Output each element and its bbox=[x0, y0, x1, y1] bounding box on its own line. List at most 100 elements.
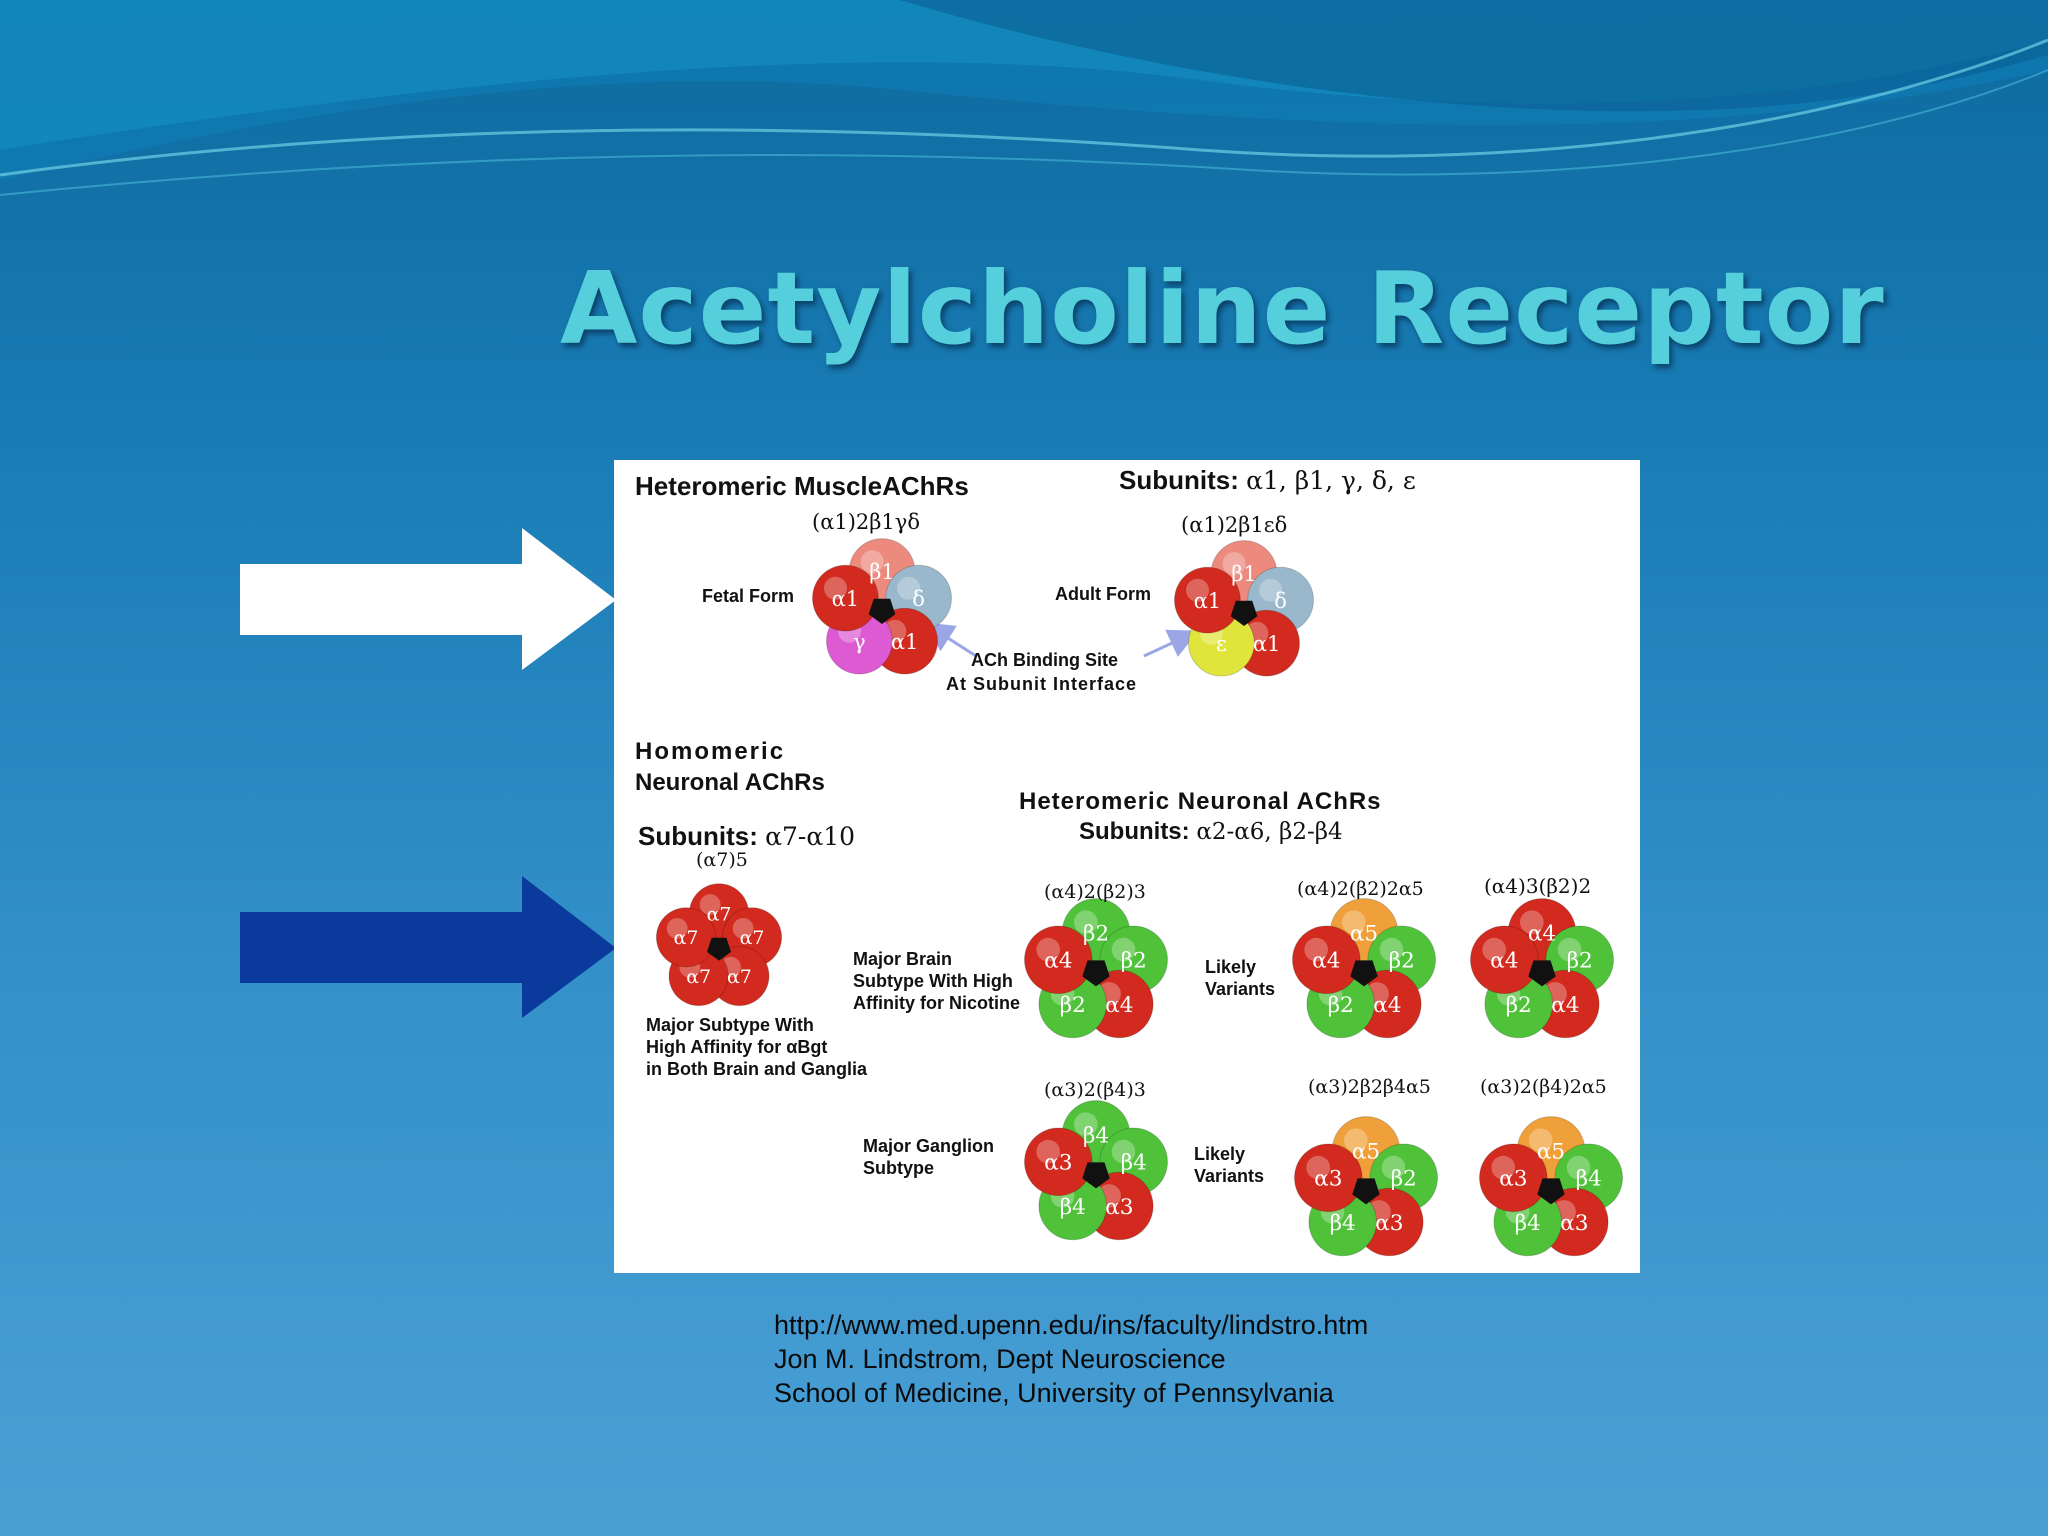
a7-caption-line-2: High Affinity for αBgt bbox=[646, 1037, 828, 1057]
channel-pore bbox=[1082, 1162, 1110, 1189]
binding-site-pointer-right bbox=[1143, 629, 1199, 658]
subunit-label: γ bbox=[853, 630, 866, 654]
subunit-label: α1 bbox=[891, 630, 919, 654]
subunit-label: β2 bbox=[1060, 993, 1086, 1018]
subunit-label: β4 bbox=[1121, 1151, 1147, 1176]
subunit-highlight bbox=[666, 918, 688, 939]
subunit-highlight bbox=[1111, 937, 1136, 962]
subunit-sphere bbox=[1174, 566, 1241, 634]
ganglion-caption-line-2: Subtype bbox=[863, 1158, 935, 1178]
subunit-label: α4 bbox=[1312, 949, 1340, 974]
subunit-highlight bbox=[1259, 578, 1283, 602]
subunit-highlight bbox=[824, 576, 847, 600]
binding-site-line-2: At Subunit Interface bbox=[946, 674, 1138, 694]
likely-variants-2-line-2: Variants bbox=[1194, 1166, 1265, 1186]
homomeric-subunits-value: α7-α10 bbox=[765, 822, 856, 851]
adult-label: Adult Form bbox=[1055, 584, 1151, 604]
fetal-label: Fetal Form bbox=[702, 586, 795, 606]
subunit-highlight bbox=[1529, 1128, 1553, 1152]
subunit-label: α3 bbox=[1560, 1211, 1588, 1236]
subunit-label: α3 bbox=[1044, 1151, 1072, 1176]
subunit-label: α1 bbox=[1194, 589, 1222, 613]
subunit-label: α5 bbox=[1537, 1139, 1565, 1164]
subunit-sphere bbox=[1292, 925, 1361, 995]
subunit-label: β2 bbox=[1391, 1167, 1417, 1192]
subunit-highlight bbox=[897, 576, 921, 600]
homomeric-heading-line-2: Neuronal AChRs bbox=[635, 769, 825, 796]
subunit-label: α4 bbox=[1490, 949, 1518, 974]
neuronal-subunits-label: Subunits: bbox=[1079, 818, 1190, 845]
subunit-sphere bbox=[1024, 1127, 1093, 1197]
brain-variant-2-formula: (α4)3(β2)2 bbox=[1484, 874, 1592, 898]
subunit-label: α4 bbox=[1551, 993, 1579, 1018]
credits: http://www.med.upenn.edu/ins/faculty/lin… bbox=[774, 1308, 1368, 1410]
subunit-label: α3 bbox=[1375, 1211, 1403, 1236]
subunit-highlight bbox=[1379, 937, 1404, 962]
subunit-highlight bbox=[1036, 937, 1060, 962]
subunit-label: α5 bbox=[1350, 921, 1378, 946]
ganglion-formula: (α3)2(β4)3 bbox=[1044, 1079, 1146, 1101]
channel-pore bbox=[1230, 600, 1258, 626]
background-waves bbox=[0, 0, 2048, 196]
ganglion-caption-line-1: Major Ganglion bbox=[863, 1136, 995, 1156]
subunit-sphere bbox=[1479, 1143, 1548, 1213]
channel-pore bbox=[1352, 1178, 1380, 1205]
subunit-highlight bbox=[699, 894, 721, 915]
brain-caption-line-3: Affinity for Nicotine bbox=[853, 993, 1020, 1013]
subunit-highlight bbox=[1344, 1128, 1368, 1152]
subunit-label: α3 bbox=[1105, 1195, 1133, 1220]
homomeric-heading-line-1: Homomeric bbox=[635, 738, 786, 765]
subunit-label: β4 bbox=[1083, 1123, 1109, 1148]
brain-caption-line-2: Subtype With High bbox=[853, 971, 1013, 991]
homomeric-subunits-label: Subunits: bbox=[638, 821, 758, 851]
subunit-highlight bbox=[1036, 1139, 1060, 1164]
muscle-heading: Heteromeric MuscleAChRs bbox=[635, 471, 969, 501]
subunit-label: β2 bbox=[1121, 949, 1147, 974]
subunit-label: α1 bbox=[832, 587, 860, 611]
muscle-subunits: Subunits: α1, β1, γ, δ, ε bbox=[1119, 465, 1416, 496]
fetal-formula: (α1)2β1γδ bbox=[812, 510, 920, 534]
subunit-highlight bbox=[732, 918, 754, 939]
subunit-label: α5 bbox=[1352, 1139, 1380, 1164]
neuronal-heading: Heteromeric Neuronal AChRs bbox=[1019, 788, 1382, 815]
brain-caption-line-1: Major Brain bbox=[853, 949, 953, 969]
subunit-sphere bbox=[1024, 925, 1093, 995]
subunit-label: δ bbox=[1274, 589, 1287, 613]
subunit-label: β2 bbox=[1083, 921, 1109, 946]
subunit-label: δ bbox=[912, 587, 925, 611]
subunit-label: β4 bbox=[1330, 1211, 1356, 1236]
channel-pore bbox=[1082, 960, 1110, 987]
muscle-subunits-value: α1, β1, γ, δ, ε bbox=[1246, 466, 1416, 495]
ganglion-variant-2-formula: (α3)2(β4)2α5 bbox=[1480, 1076, 1607, 1098]
subunit-label: β2 bbox=[1328, 993, 1354, 1018]
subunit-label: α7 bbox=[686, 966, 711, 988]
subunit-label: β4 bbox=[1576, 1167, 1602, 1192]
subunit-highlight bbox=[1520, 910, 1544, 934]
subunit-highlight bbox=[1074, 910, 1098, 934]
subunit-label: β1 bbox=[869, 560, 895, 584]
blue-arrow-icon bbox=[240, 876, 616, 1018]
subunit-sphere bbox=[1294, 1143, 1363, 1213]
homomeric-subunits: Subunits: α7-α10 bbox=[638, 821, 856, 852]
credits-author: Jon M. Lindstrom, Dept Neuroscience bbox=[774, 1344, 1226, 1374]
subunit-highlight bbox=[1482, 937, 1506, 962]
subunit-highlight bbox=[1381, 1155, 1406, 1180]
binding-site-line-1: ACh Binding Site bbox=[971, 650, 1118, 670]
subunit-label: α7 bbox=[727, 966, 752, 988]
brain-formula: (α4)2(β2)3 bbox=[1044, 881, 1146, 903]
subunit-highlight bbox=[1306, 1155, 1330, 1180]
subunit-label: β4 bbox=[1515, 1211, 1541, 1236]
channel-pore bbox=[707, 937, 731, 961]
subunit-label: α4 bbox=[1528, 921, 1556, 946]
subunit-label: α7 bbox=[674, 927, 699, 949]
blue-arrow-shape bbox=[240, 876, 616, 1018]
slide-title: Acetylcholine Receptor bbox=[560, 250, 1885, 367]
subunit-sphere bbox=[812, 564, 879, 632]
